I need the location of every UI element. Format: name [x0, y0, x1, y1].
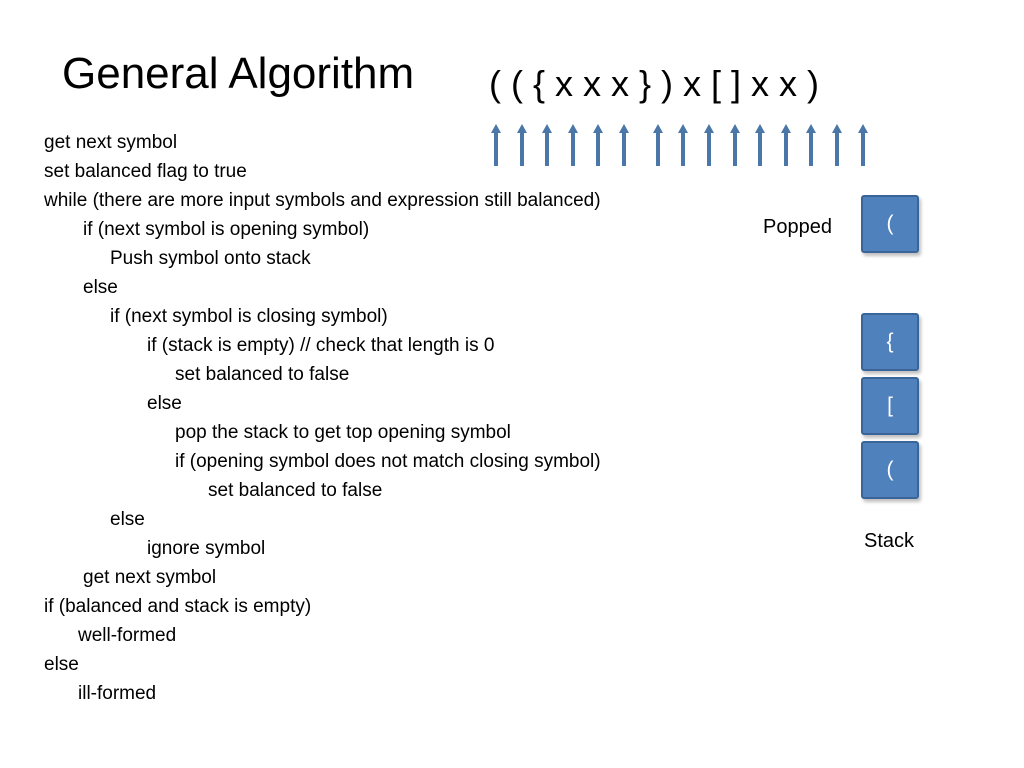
popped-label: Popped — [763, 216, 832, 238]
up-arrow-icon — [619, 124, 629, 166]
up-arrow-icon — [593, 124, 603, 166]
up-arrow-icon — [858, 124, 868, 166]
up-arrow-icon — [491, 124, 501, 166]
up-arrow-icon — [653, 124, 663, 166]
pseudocode-line: else — [83, 277, 118, 298]
pseudocode-line: set balanced to false — [175, 364, 350, 385]
pseudocode-line: if (next symbol is closing symbol) — [110, 306, 388, 327]
pseudocode-line: if (next symbol is opening symbol) — [83, 219, 370, 240]
pseudocode-line: else — [110, 509, 145, 530]
pseudocode-line: Push symbol onto stack — [110, 248, 311, 269]
up-arrow-icon — [568, 124, 578, 166]
pseudocode-line: get next symbol — [44, 132, 178, 153]
pseudocode-line: if (balanced and stack is empty) — [44, 596, 312, 617]
up-arrow-icon — [542, 124, 552, 166]
pseudocode-line: if (opening symbol does not match closin… — [175, 451, 601, 472]
up-arrow-icon — [517, 124, 527, 166]
pseudocode-line: while (there are more input symbols and … — [44, 190, 601, 211]
up-arrow-icon — [781, 124, 791, 166]
pseudocode-line: else — [44, 654, 79, 675]
pseudocode-line: ill-formed — [78, 683, 157, 704]
pseudocode-line: if (stack is empty) // check that length… — [147, 335, 495, 356]
pseudocode-line: ignore symbol — [147, 538, 266, 559]
up-arrow-icon — [806, 124, 816, 166]
pseudocode-line: well-formed — [78, 625, 177, 646]
slide-title: General Algorithm — [62, 49, 415, 98]
pseudocode-line: get next symbol — [83, 567, 217, 588]
stack-item-middle: [ — [861, 377, 919, 435]
scan-arrows — [480, 124, 880, 166]
up-arrow-icon — [730, 124, 740, 166]
input-expression: ( ( { x x x } ) x [ ] x x ) — [489, 63, 820, 104]
pseudocode-line: pop the stack to get top opening symbol — [175, 422, 511, 443]
up-arrow-icon — [704, 124, 714, 166]
up-arrow-icon — [678, 124, 688, 166]
pseudocode-line: set balanced to false — [208, 480, 383, 501]
pseudocode-line: else — [147, 393, 182, 414]
up-arrow-icon — [832, 124, 842, 166]
pseudocode-line: set balanced flag to true — [44, 161, 247, 182]
popped-symbol-box: ( — [861, 195, 919, 253]
stack-item-top: { — [861, 313, 919, 371]
stack-label: Stack — [864, 530, 915, 552]
up-arrow-icon — [755, 124, 765, 166]
stack-item-bottom: ( — [861, 441, 919, 499]
